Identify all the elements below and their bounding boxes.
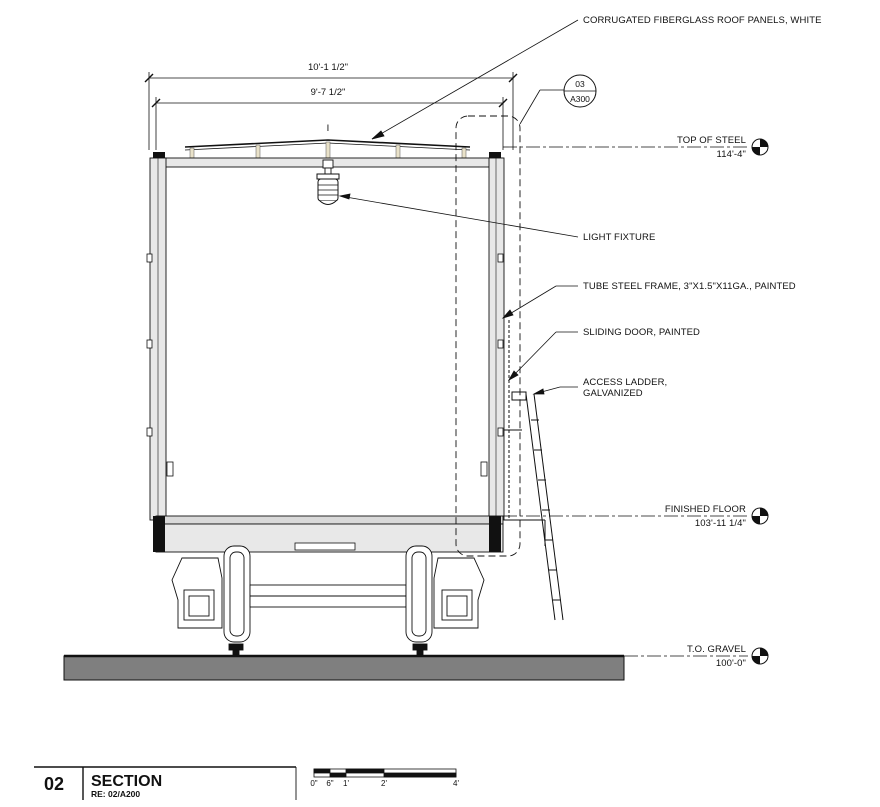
- roof-panels: [184, 139, 471, 159]
- elevation-gravel-name: T.O. GRAVEL: [687, 644, 746, 655]
- callout-ladder-line2: GALVANIZED: [583, 388, 643, 399]
- detail-callout-sheet: A300: [570, 94, 590, 104]
- left-frame: [146, 157, 174, 521]
- overall-width-dimension: [144, 72, 518, 150]
- access-ladder: [504, 391, 564, 621]
- title-text: SECTION: [91, 773, 162, 790]
- floor-deck: [153, 515, 504, 553]
- scale-bar: [313, 768, 457, 778]
- elevation-top-of-steel-value: 114'-4": [717, 149, 746, 160]
- inner-width-dimension: [151, 97, 508, 150]
- elevation-gravel: [624, 647, 769, 665]
- callout-light: LIGHT FIXTURE: [583, 232, 655, 243]
- title-block: [34, 766, 297, 800]
- callout-roof: CORRUGATED FIBERGLASS ROOF PANELS, WHITE: [583, 15, 822, 26]
- overall-width-label: 10'-1 1/2": [308, 62, 348, 73]
- callout-ladder-line1: ACCESS LADDER,: [583, 377, 667, 388]
- top-right-corner: [489, 152, 501, 163]
- scale-label-1ft: 1': [343, 779, 349, 788]
- rail-truck: [171, 545, 485, 657]
- center-mark: I: [327, 123, 330, 134]
- elevation-finished-floor-value: 103'-11 1/4": [695, 518, 746, 529]
- callout-door: SLIDING DOOR, PAINTED: [583, 327, 700, 338]
- elevation-finished-floor-name: FINISHED FLOOR: [665, 504, 746, 515]
- elevation-finished-floor: [503, 507, 769, 525]
- top-left-corner: [153, 152, 165, 163]
- light-fixture: [316, 159, 340, 205]
- inner-width-label: 9'-7 1/2": [311, 87, 346, 98]
- elevation-top-of-steel: [503, 138, 769, 156]
- title-reference: RE: 02/A200: [91, 789, 140, 799]
- elevation-gravel-value: 100'-0": [716, 658, 746, 669]
- scale-label-6in: 6": [326, 779, 333, 788]
- leader-lines: [338, 19, 579, 395]
- scale-label-2ft: 2': [381, 779, 387, 788]
- detail-callout-number: 03: [575, 79, 585, 89]
- callout-frame: TUBE STEEL FRAME, 3"X1.5"X11GA., PAINTED: [583, 281, 796, 292]
- scale-label-0: 0": [310, 779, 317, 788]
- elevation-top-of-steel-name: TOP OF STEEL: [677, 135, 746, 146]
- scale-label-4ft: 4': [453, 779, 459, 788]
- detail-callout-bubble: [519, 74, 597, 125]
- gravel-ground: [63, 655, 625, 681]
- title-number: 02: [44, 774, 64, 794]
- right-frame: [480, 157, 510, 521]
- detail-boundary: [455, 115, 521, 557]
